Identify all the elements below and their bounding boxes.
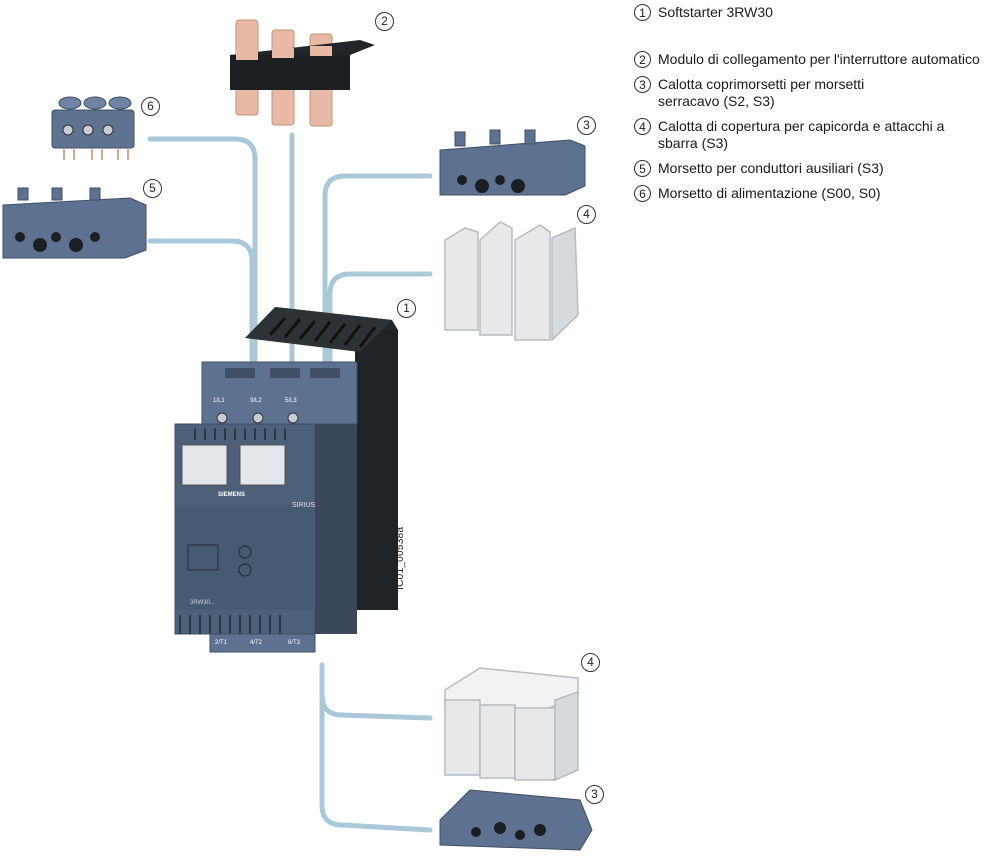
legend-number: 5 [634, 160, 651, 177]
power-terminal [51, 96, 135, 160]
guide-line-6 [147, 136, 258, 363]
legend-text: Morsetto di alimentazione (S00, S0) [658, 185, 881, 201]
legend-number: 3 [634, 76, 651, 93]
legend-text: Calotta coprimorsetti per morsetti serra… [658, 76, 865, 109]
device-series-label: SIRIUS [292, 502, 316, 509]
legend-item-1: 1 Softstarter 3RW30 [634, 4, 773, 21]
terminal-top-l1: 1/L1 [213, 398, 225, 404]
guide-line-4-bottom [319, 662, 433, 721]
terminal-bottom-t3: 6/T3 [288, 640, 301, 646]
callout-3-bottom: 3 [585, 785, 604, 804]
aux-conductor-terminal [2, 187, 147, 259]
softstarter [174, 307, 398, 653]
guide-line-5 [147, 238, 255, 363]
callout-5: 5 [143, 179, 162, 198]
terminal-cover-top [439, 129, 586, 196]
legend-item-4: 4 Calotta di copertura per capicorda e a… [634, 118, 944, 152]
callout-3-top: 3 [577, 116, 596, 135]
guide-line-3-bottom [319, 697, 433, 833]
guide-lines [147, 132, 433, 833]
callout-2: 2 [375, 12, 394, 31]
legend-item-5: 5 Morsetto per conduttori ausiliari (S3) [634, 160, 884, 177]
guide-line-4-top [327, 271, 433, 371]
terminal-cover-bottom [439, 789, 593, 851]
legend-number: 6 [634, 185, 651, 202]
legend-number: 2 [634, 51, 651, 68]
document-id: IC01_00538a [395, 526, 406, 590]
legend-text: Calotta di copertura per capicorda e att… [658, 118, 945, 151]
legend-item-2: 2 Modulo di collegamento per l'interrutt… [634, 51, 980, 68]
legend-text: Morsetto per conduttori ausiliari (S3) [658, 160, 884, 176]
terminal-top-l2: 3/L2 [250, 398, 262, 404]
transparent-cover-bottom [444, 667, 579, 782]
legend-number: 1 [634, 4, 651, 21]
legend-number: 4 [634, 118, 651, 135]
legend-item-6: 6 Morsetto di alimentazione (S00, S0) [634, 185, 881, 202]
callout-4-top: 4 [577, 205, 596, 224]
connection-module [230, 19, 375, 127]
callout-1: 1 [397, 299, 416, 318]
device-brand-label: SIEMENS [218, 492, 246, 498]
legend-text: Softstarter 3RW30 [658, 4, 773, 20]
terminal-top-l3: 5/L3 [285, 398, 297, 404]
legend-item-3: 3 Calotta coprimorsetti per morsetti ser… [634, 76, 864, 110]
terminal-bottom-t2: 4/T2 [250, 640, 263, 646]
device-model-label: 3RW30... [190, 600, 215, 606]
callout-6: 6 [141, 97, 160, 116]
terminal-bottom-t1: 2/T1 [215, 640, 228, 646]
legend-text: Modulo di collegamento per l'interruttor… [658, 51, 980, 67]
callout-4-bottom: 4 [581, 653, 600, 672]
transparent-cover-top [444, 221, 579, 342]
guide-line-3-top [322, 173, 433, 371]
